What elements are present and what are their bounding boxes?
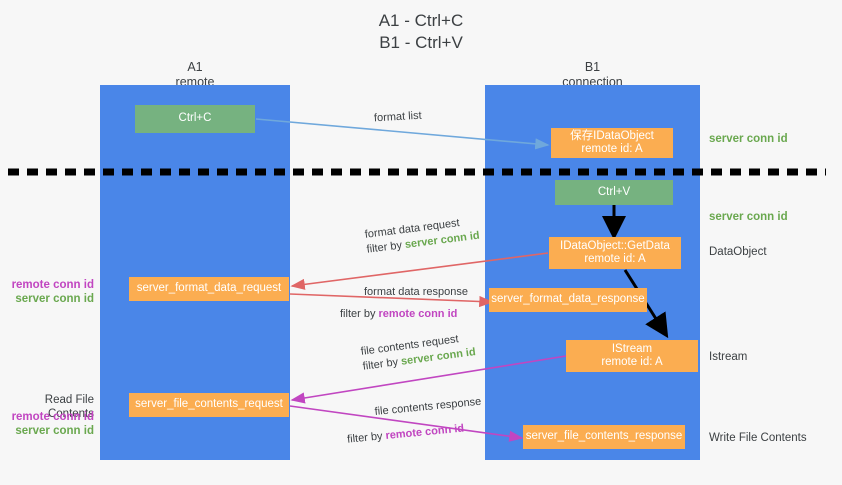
left-label-server-conn-id-2: server conn id — [15, 425, 94, 437]
box-getdata-line2: remote id: A — [584, 253, 646, 265]
box-server-file-contents-request-label: server_file_contents_request — [135, 398, 283, 411]
flow-label-fcresp-line2: filter by remote conn id — [347, 420, 485, 448]
title-line-2: B1 - Ctrl+V — [379, 33, 463, 52]
right-label-write-file-contents: Write File Contents — [709, 432, 807, 444]
box-server-file-contents-request[interactable]: server_file_contents_request — [129, 393, 289, 417]
box-istream[interactable]: IStream remote id: A — [566, 340, 698, 372]
box-server-file-contents-response[interactable]: server_file_contents_response — [523, 425, 685, 449]
box-ctrl-c[interactable]: Ctrl+C — [135, 105, 255, 133]
left-label-server-conn-id-1: server conn id — [15, 293, 94, 305]
right-label-dataobject: DataObject — [709, 246, 767, 258]
box-istream-line1: IStream — [611, 342, 653, 355]
left-label-read-file-contents: Read File Contents — [44, 394, 94, 420]
box-getdata[interactable]: IDataObject::GetData remote id: A — [549, 237, 681, 269]
flow-label-fdresp-key: remote conn id — [378, 308, 458, 320]
page-title: A1 - Ctrl+C B1 - Ctrl+V — [0, 10, 842, 54]
flow-label-format-list: format list — [374, 109, 422, 127]
box-server-file-contents-response-label: server_file_contents_response — [525, 430, 683, 443]
left-label-remote-conn-id-1: remote conn id — [11, 279, 94, 291]
box-server-format-data-request[interactable]: server_format_data_request — [129, 277, 289, 301]
flow-label-format-data-request: format data request filter by server con… — [364, 214, 481, 258]
right-label-server-conn-id-1: server conn id — [709, 133, 788, 145]
flow-label-fdresp-line2: filter by remote conn id — [340, 307, 468, 322]
left-label-remote-conn-id-2: remote conn id — [11, 411, 94, 423]
box-save-idataobject-line2: remote id: A — [581, 143, 643, 155]
box-ctrl-v[interactable]: Ctrl+V — [555, 180, 673, 205]
flow-label-fcresp-prefix: filter by — [346, 430, 387, 446]
flow-label-fdresp-prefix: filter by — [340, 308, 379, 320]
title-line-1: A1 - Ctrl+C — [378, 11, 464, 30]
flow-label-fcresp-key: remote conn id — [384, 422, 465, 443]
box-server-format-data-response-label: server_format_data_response — [491, 293, 645, 306]
box-ctrl-c-label: Ctrl+C — [178, 112, 212, 125]
lane-a1-name: A1 — [187, 60, 203, 74]
lane-b1-name: B1 — [584, 60, 601, 74]
box-server-format-data-response[interactable]: server_format_data_response — [489, 288, 647, 312]
flow-label-fdreq-prefix: filter by — [366, 239, 406, 256]
box-ctrl-v-label: Ctrl+V — [597, 185, 631, 198]
flow-label-format-list-text: format list — [373, 109, 422, 125]
flow-label-fcreq-prefix: filter by — [362, 355, 402, 373]
flow-label-format-data-response: format data response filter by remote co… — [340, 285, 468, 322]
flow-label-file-contents-response: file contents response filter by remote … — [347, 395, 484, 446]
right-label-istream: Istream — [709, 351, 748, 363]
box-save-idataobject-line1: 保存IDataObject — [570, 129, 654, 142]
box-istream-line2: remote id: A — [601, 356, 663, 368]
box-getdata-line1: IDataObject::GetData — [560, 239, 670, 252]
right-label-server-conn-id-2: server conn id — [709, 211, 788, 223]
flow-label-file-contents-request: file contents request filter by server c… — [360, 330, 477, 375]
box-server-format-data-request-label: server_format_data_request — [136, 282, 282, 295]
box-save-idataobject[interactable]: 保存IDataObject remote id: A — [551, 128, 673, 158]
flow-label-fdresp-line1: format data response — [364, 286, 468, 298]
flow-label-fcresp-line1: file contents response — [374, 395, 482, 418]
